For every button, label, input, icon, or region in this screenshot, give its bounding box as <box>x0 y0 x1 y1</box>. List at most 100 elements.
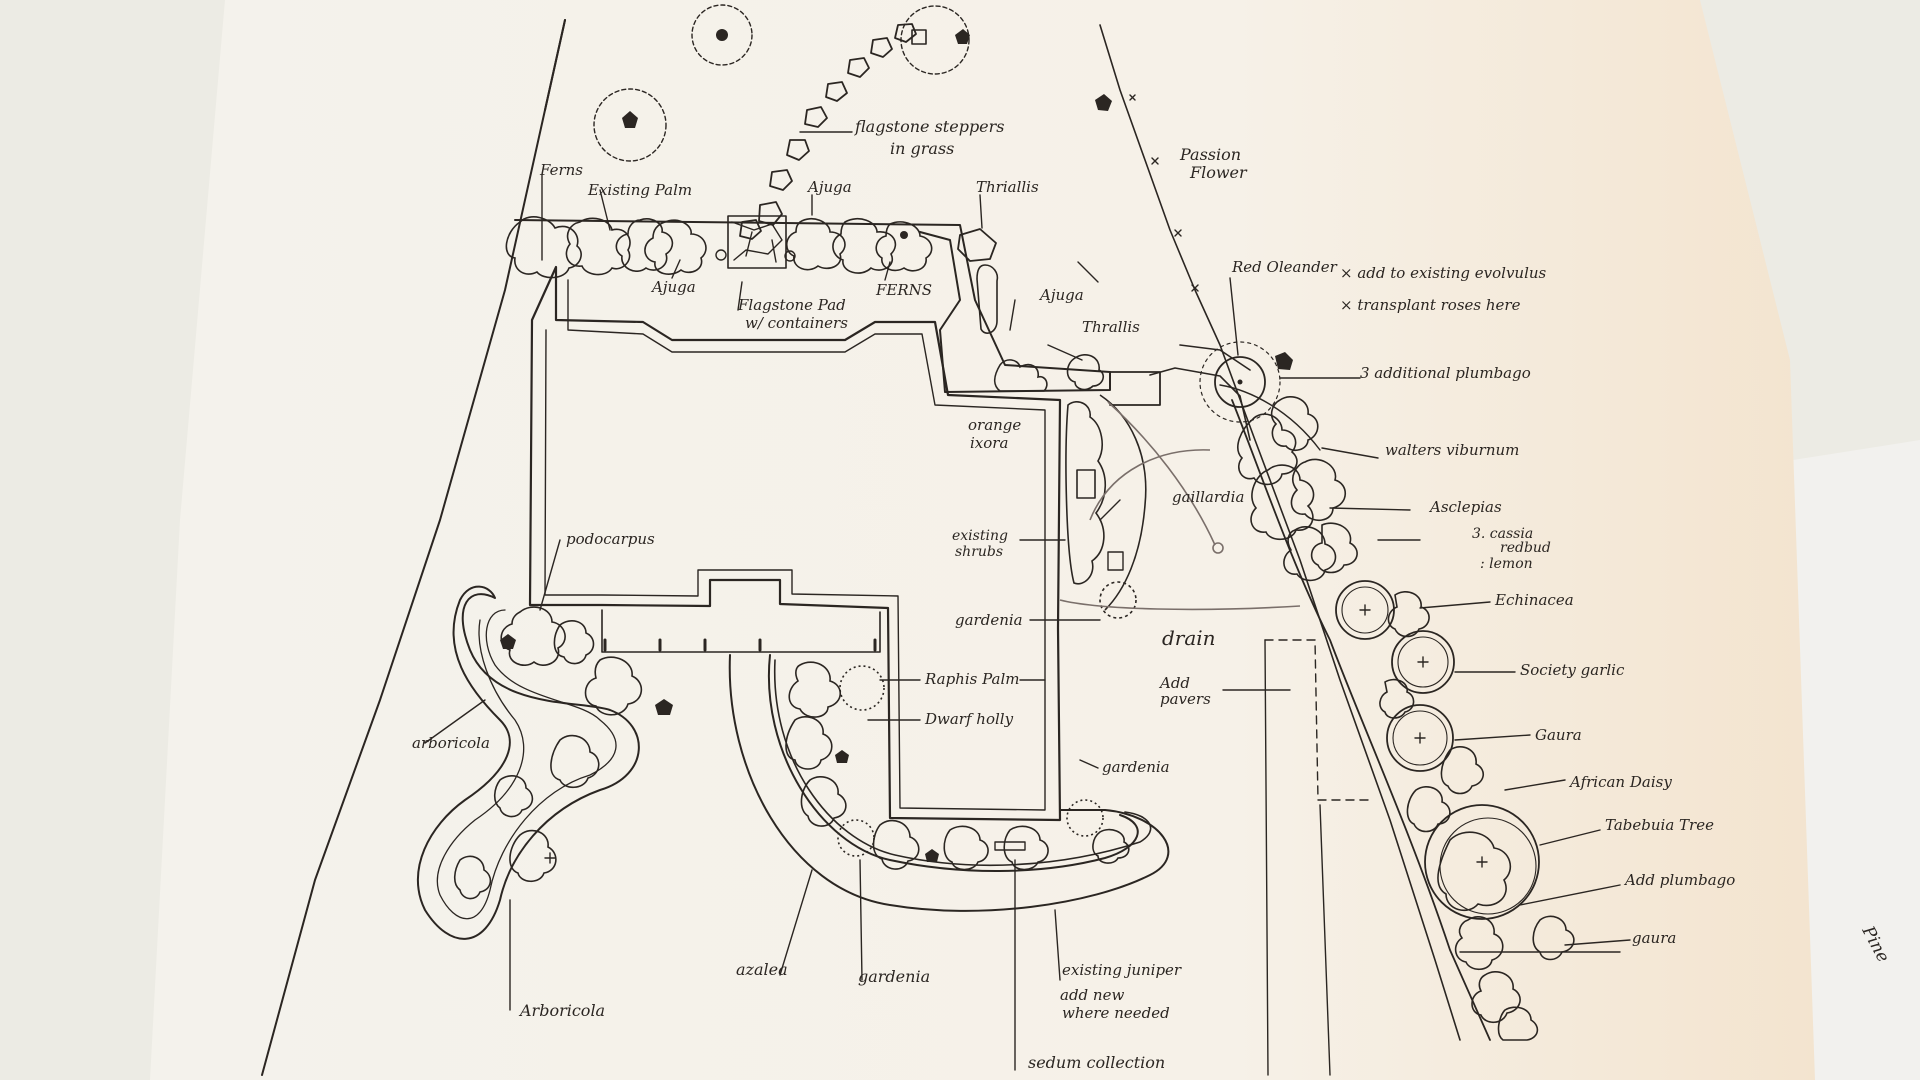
label-ferns-right: FERNS <box>875 281 932 299</box>
pencil-arc <box>1089 401 1216 546</box>
label-podocarpus: podocarpus <box>566 530 655 548</box>
label-add-pavers-2: pavers <box>1160 690 1211 708</box>
fern-shrub <box>875 221 933 272</box>
cassia-tree <box>1335 580 1395 640</box>
gaura-shrub <box>1532 915 1575 961</box>
gaillardia-bed-edge <box>1099 394 1147 611</box>
patio-post-marks <box>603 638 877 652</box>
ajuga-shrub <box>644 219 707 275</box>
label-gaura-mid: Gaura <box>1535 726 1582 744</box>
top-planting-bed <box>505 215 1111 393</box>
existing-palm-shrub <box>565 217 631 276</box>
bed-outline <box>514 219 1111 393</box>
label-sedum: sedum collection <box>1028 1053 1165 1072</box>
tree-center-icon <box>544 852 556 864</box>
driveway-area <box>1264 639 1369 1076</box>
pavers-outline <box>1264 639 1369 801</box>
label-thriallis-top: Thriallis <box>976 178 1039 196</box>
entry-gate <box>1109 371 1161 406</box>
lemon-tree <box>1386 704 1454 772</box>
label-note-roses: × transplant roses here <box>1340 296 1521 314</box>
redbud-canopy <box>1397 636 1449 688</box>
label-orange-ixora-2: ixora <box>970 434 1008 452</box>
ajuga-shrub <box>976 264 999 334</box>
plumbago-shrub <box>1237 413 1298 486</box>
tree-canopy-2 <box>691 4 753 66</box>
label-asclepias: Asclepias <box>1428 498 1502 516</box>
cassia-canopy <box>1341 586 1389 634</box>
label-gaillardia: gaillardia <box>1172 488 1244 506</box>
gardenia-shrub <box>1066 799 1104 837</box>
african-daisy-shrub <box>1406 786 1451 833</box>
thriallis-icon <box>957 228 997 262</box>
arboricola-shrub <box>550 734 600 789</box>
label-ferns-top: Ferns <box>539 161 583 179</box>
tabebuia-foliage <box>1437 831 1512 912</box>
arboricola-shrub <box>453 855 492 900</box>
bed-inner-edge <box>436 609 617 920</box>
plumbago-shrub <box>1270 396 1319 452</box>
arboricola-shrub <box>493 775 534 818</box>
label-flagstone-steppers-2: in grass <box>890 139 954 158</box>
label-juniper-2: add new <box>1060 986 1124 1004</box>
plumbago-shrub <box>1454 916 1504 971</box>
arboricola-shrub <box>509 829 557 883</box>
label-cassia-3: : lemon <box>1480 556 1533 572</box>
label-drain: drain <box>1162 626 1216 650</box>
house-footprint <box>528 265 1062 822</box>
ixora-shrub <box>993 359 1048 392</box>
container-icon <box>715 249 727 261</box>
pencil-point-icon <box>1212 542 1224 554</box>
driveway-edge <box>1264 639 1331 1076</box>
redbud-tree <box>1391 630 1455 694</box>
label-passion-flower-2: Flower <box>1189 163 1248 182</box>
label-gardenia-mid: gardenia <box>955 611 1023 629</box>
label-gardenia-low: gardenia <box>858 967 930 986</box>
left-property-line <box>261 19 566 1076</box>
podocarpus-shrub <box>553 620 595 665</box>
left-freeform-bed <box>416 585 673 940</box>
juniper-shrub <box>872 819 920 870</box>
label-red-oleander: Red Oleander <box>1231 258 1338 276</box>
top-trees <box>593 4 1112 162</box>
container-square-icon <box>911 29 927 45</box>
juniper-shrub <box>943 825 989 871</box>
plumbago-shrub <box>1497 1006 1539 1041</box>
tree-center-icon <box>1414 732 1426 744</box>
label-ajuga-right: Ajuga <box>1038 286 1084 304</box>
raphis-palm <box>839 665 885 711</box>
tree-trunk-icon <box>716 29 728 41</box>
azalea-shrub <box>800 776 847 827</box>
leader-lines <box>424 131 1631 1071</box>
podocarpus-shrub <box>500 606 566 666</box>
plant-labels: flagstone steppers in grass Passion Flow… <box>412 117 1893 1072</box>
border-bed-edge <box>1231 399 1491 1041</box>
top-property-line <box>544 19 566 111</box>
container-icon <box>784 250 796 262</box>
walk-inner-edge <box>767 654 1139 872</box>
planter-box <box>1076 469 1096 499</box>
label-pine-edge: Pine <box>1857 922 1893 966</box>
tabebuia-canopy <box>1439 817 1537 915</box>
label-flagstone-steppers-1: flagstone steppers <box>854 117 1005 136</box>
sedum-planter <box>994 841 1026 851</box>
tabebuia-tree <box>1424 804 1540 920</box>
arboricola-shrub <box>584 656 643 716</box>
walk-outer-edge <box>728 654 1170 912</box>
flagstone-pad-joints <box>731 221 783 263</box>
holly-icon <box>835 750 849 763</box>
label-juniper-1: existing juniper <box>1062 961 1182 979</box>
gaura-shrub <box>1440 746 1484 795</box>
label-existing-shrubs-1: existing <box>952 528 1008 544</box>
label-echinacea: Echinacea <box>1494 591 1574 609</box>
label-existing-palm: Existing Palm <box>587 181 692 199</box>
label-arboricola-left: arboricola <box>412 734 490 752</box>
echinacea-shrub <box>1387 591 1430 638</box>
viburnum-shrub <box>1290 458 1347 521</box>
tree-canopy-3 <box>900 5 970 75</box>
front-curved-bed <box>728 654 1170 912</box>
oleander-canopy <box>1199 341 1281 423</box>
label-add-pavers-1: Add <box>1158 674 1190 692</box>
